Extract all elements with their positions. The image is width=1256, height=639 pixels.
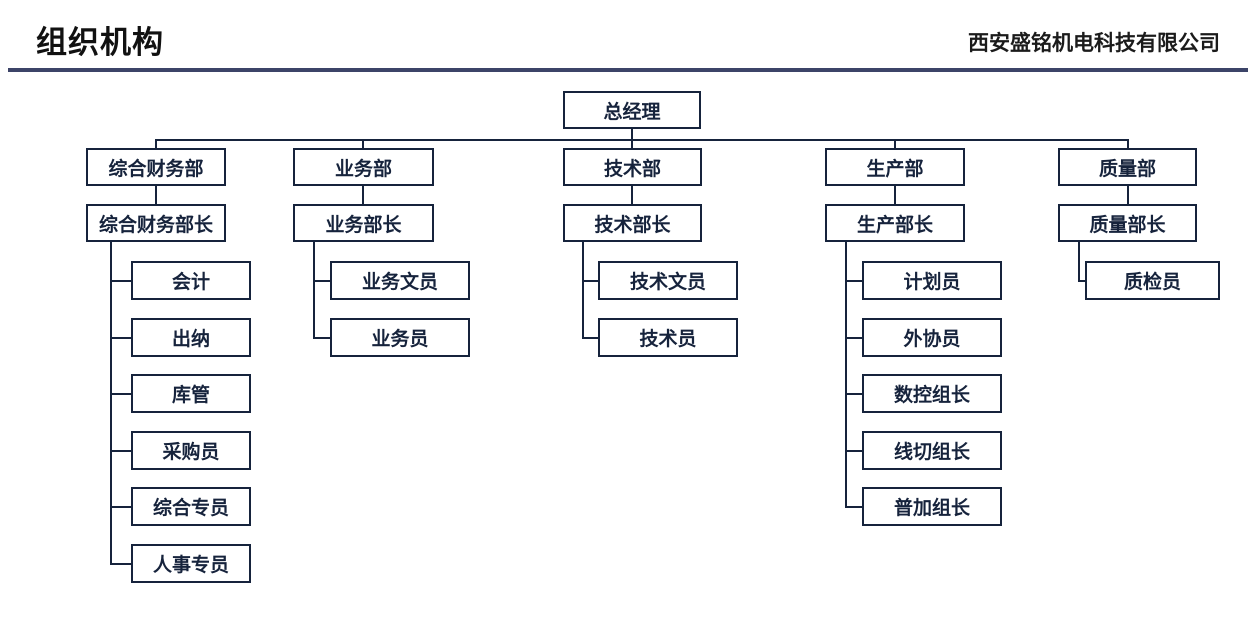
connector-dept3-to-head (894, 186, 896, 204)
connector-drop-dept-2 (631, 139, 633, 149)
node-role-warehouse-keeper[interactable]: 库管 (131, 374, 251, 413)
connector-stub-finance-0 (110, 280, 133, 282)
node-role-general-machining-team-leader[interactable]: 普加组长 (862, 487, 1002, 526)
connector-stub-production-2 (845, 393, 864, 395)
connector-drop-dept-3 (894, 139, 896, 149)
connector-stub-finance-2 (110, 393, 133, 395)
node-role-purchaser[interactable]: 采购员 (131, 431, 251, 470)
page-title: 组织机构 (36, 25, 164, 60)
node-role-quality-inspector[interactable]: 质检员 (1085, 261, 1220, 300)
node-department-technical[interactable]: 技术部 (563, 148, 702, 186)
node-head-technical[interactable]: 技术部长 (563, 204, 702, 242)
connector-stub-finance-5 (110, 563, 133, 565)
connector-stub-business-0 (313, 280, 332, 282)
connector-spine-business (313, 242, 315, 338)
connector-root-stem (631, 129, 633, 141)
connector-dept4-to-head (1127, 186, 1129, 204)
connector-spine-technical (582, 242, 584, 338)
node-role-salesperson[interactable]: 业务员 (330, 318, 470, 357)
connector-drop-dept-0 (155, 139, 157, 149)
node-role-cashier[interactable]: 出纳 (131, 318, 251, 357)
connector-stub-finance-3 (110, 450, 133, 452)
node-role-technician[interactable]: 技术员 (598, 318, 738, 357)
node-department-production[interactable]: 生产部 (825, 148, 965, 186)
node-role-outsourcing-officer[interactable]: 外协员 (862, 318, 1002, 357)
connector-drop-dept-1 (362, 139, 364, 149)
connector-spine-quality (1078, 242, 1080, 282)
connector-dept0-to-head (155, 186, 157, 204)
connector-spine-finance (110, 242, 112, 564)
node-role-business-clerk[interactable]: 业务文员 (330, 261, 470, 300)
node-role-technical-clerk[interactable]: 技术文员 (598, 261, 738, 300)
connector-stub-production-4 (845, 506, 864, 508)
node-head-business[interactable]: 业务部长 (293, 204, 434, 242)
connector-department-bus (155, 139, 1129, 141)
node-department-quality[interactable]: 质量部 (1058, 148, 1197, 186)
connector-drop-dept-4 (1127, 139, 1129, 149)
header-divider (8, 68, 1248, 72)
node-role-planner[interactable]: 计划员 (862, 261, 1002, 300)
node-head-production[interactable]: 生产部长 (825, 204, 965, 242)
connector-stub-production-1 (845, 337, 864, 339)
connector-stub-technical-1 (582, 337, 600, 339)
node-role-cnc-team-leader[interactable]: 数控组长 (862, 374, 1002, 413)
company-name: 西安盛铭机电科技有限公司 (968, 32, 1220, 55)
connector-stub-production-0 (845, 280, 864, 282)
node-head-quality[interactable]: 质量部长 (1058, 204, 1197, 242)
node-role-accountant[interactable]: 会计 (131, 261, 251, 300)
connector-stub-business-1 (313, 337, 332, 339)
connector-stub-technical-0 (582, 280, 600, 282)
node-department-business[interactable]: 业务部 (293, 148, 434, 186)
node-role-wire-cut-team-leader[interactable]: 线切组长 (862, 431, 1002, 470)
node-role-hr-specialist[interactable]: 人事专员 (131, 544, 251, 583)
slide-header: 组织机构 西安盛铭机电科技有限公司 (0, 0, 1256, 72)
connector-dept2-to-head (631, 186, 633, 204)
node-department-finance[interactable]: 综合财务部 (86, 148, 226, 186)
connector-stub-finance-1 (110, 337, 133, 339)
connector-stub-finance-4 (110, 506, 133, 508)
node-root-general-manager[interactable]: 总经理 (563, 91, 701, 129)
connector-stub-production-3 (845, 450, 864, 452)
connector-dept1-to-head (362, 186, 364, 204)
connector-stub-quality-0 (1078, 280, 1087, 282)
connector-spine-production (845, 242, 847, 507)
node-head-finance[interactable]: 综合财务部长 (86, 204, 226, 242)
node-role-general-specialist[interactable]: 综合专员 (131, 487, 251, 526)
